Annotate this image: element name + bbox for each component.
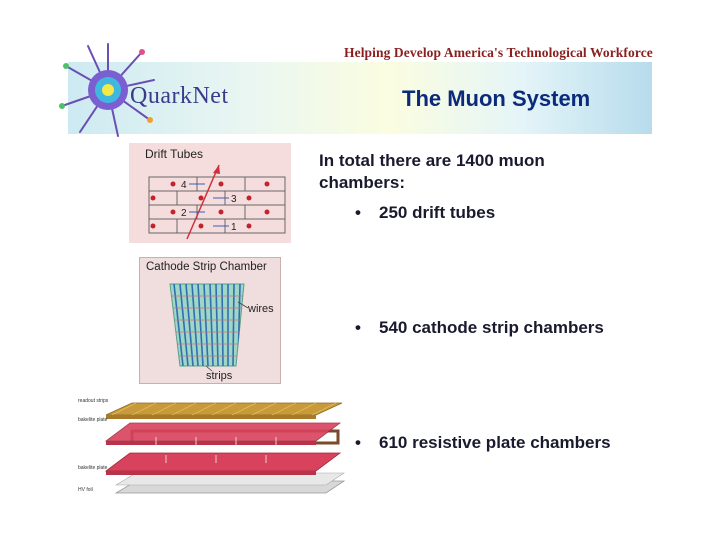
quarknet-star-logo-icon (59, 43, 155, 137)
rpc-layer-label: bakelite plate (78, 417, 108, 423)
tagline: Helping Develop America's Technological … (344, 45, 653, 60)
drift-tube-number: 4 (181, 180, 187, 191)
drift-tube-number: 1 (231, 222, 237, 233)
bullet-item: • 250 drift tubes (355, 203, 495, 223)
bullet-text: 540 cathode strip chambers (379, 318, 604, 337)
bullet-dot-icon: • (355, 318, 361, 337)
bullet-item: • 540 cathode strip chambers (355, 318, 604, 338)
rpc-figure: readout strips bakelite plate bakelite p… (76, 393, 346, 503)
bullet-text: 610 resistive plate chambers (379, 433, 611, 452)
csc-strips-label: strips (206, 370, 233, 382)
csc-diagram (169, 283, 249, 372)
bullet-dot-icon: • (355, 203, 361, 222)
slide-title: The Muon System (402, 86, 591, 111)
csc-figure: Cathode Strip Chamber wires strips (139, 257, 281, 384)
bullet-text: 250 drift tubes (379, 203, 496, 222)
logo-text: QuarkNet (130, 83, 229, 109)
drift-tubes-figure: Drift Tubes 4 3 2 (129, 143, 291, 243)
drift-tube-number: 3 (231, 194, 237, 205)
rpc-diagram: readout strips bakelite plate bakelite p… (78, 398, 346, 494)
drift-tubes-diagram: 4 3 2 1 (148, 164, 286, 240)
csc-title: Cathode Strip Chamber (146, 261, 267, 273)
drift-tubes-title: Drift Tubes (145, 147, 204, 161)
header-banner (68, 62, 652, 134)
drift-tube-number: 2 (181, 208, 187, 219)
rpc-layer-label: readout strips (78, 398, 109, 404)
intro-text: In total there are 1400 muon chambers: (319, 151, 545, 192)
csc-wires-label: wires (248, 303, 274, 315)
rpc-layer-label: HV foil (78, 487, 93, 493)
bullet-dot-icon: • (355, 433, 361, 452)
rpc-layer-label: bakelite plate (78, 465, 108, 471)
bullet-item: • 610 resistive plate chambers (355, 433, 611, 453)
